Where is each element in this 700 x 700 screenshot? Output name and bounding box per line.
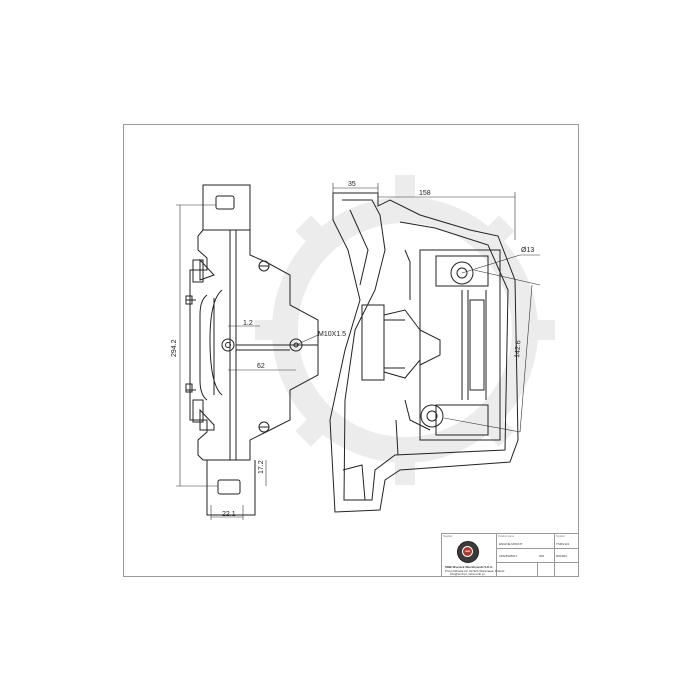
front-view (185, 184, 319, 516)
supplier-label: Supplier (443, 535, 453, 538)
dim-158: 158 (419, 190, 431, 197)
title-block: Supplier SMB SMB Wszolek Wierzbowski S.K… (441, 533, 578, 576)
product-label: Product name (498, 535, 515, 538)
side-view (329, 192, 519, 513)
symbol-label: Symbol (556, 535, 565, 538)
company-logo-icon: SMB (457, 541, 479, 563)
dim-62: 62 (257, 363, 265, 370)
part-code: 24524625017 (499, 554, 518, 558)
symbol-value: TSMV121 (556, 542, 570, 546)
watermark-gear (255, 175, 555, 485)
product-name: ENGINE MOUNT (499, 542, 523, 546)
company-address: Przyczółkowa 23, 02-924 Warszawa, Poland (445, 568, 505, 573)
date: 00/2023 (556, 554, 567, 558)
dim-142-6: 142.6 (514, 340, 523, 358)
revision: 000 (539, 554, 545, 558)
dim-1-2: 1.2 (243, 320, 253, 327)
dim-thread: M10X1.5 (318, 331, 346, 338)
dim-22-1: 22.1 (222, 511, 236, 518)
side-view-dimensions (332, 183, 541, 433)
dim-17-2: 17.2 (258, 460, 265, 474)
dim-35: 35 (348, 181, 356, 188)
company-name: SMB Wszolek Wierzbowski S.K.A. (445, 565, 494, 569)
company-web: info@smb.pl, www.smb.pl (450, 572, 485, 576)
front-view-dimensions (176, 204, 319, 520)
dim-diameter: Ø13 (521, 247, 534, 254)
dim-294-2: 294.2 (171, 339, 178, 357)
